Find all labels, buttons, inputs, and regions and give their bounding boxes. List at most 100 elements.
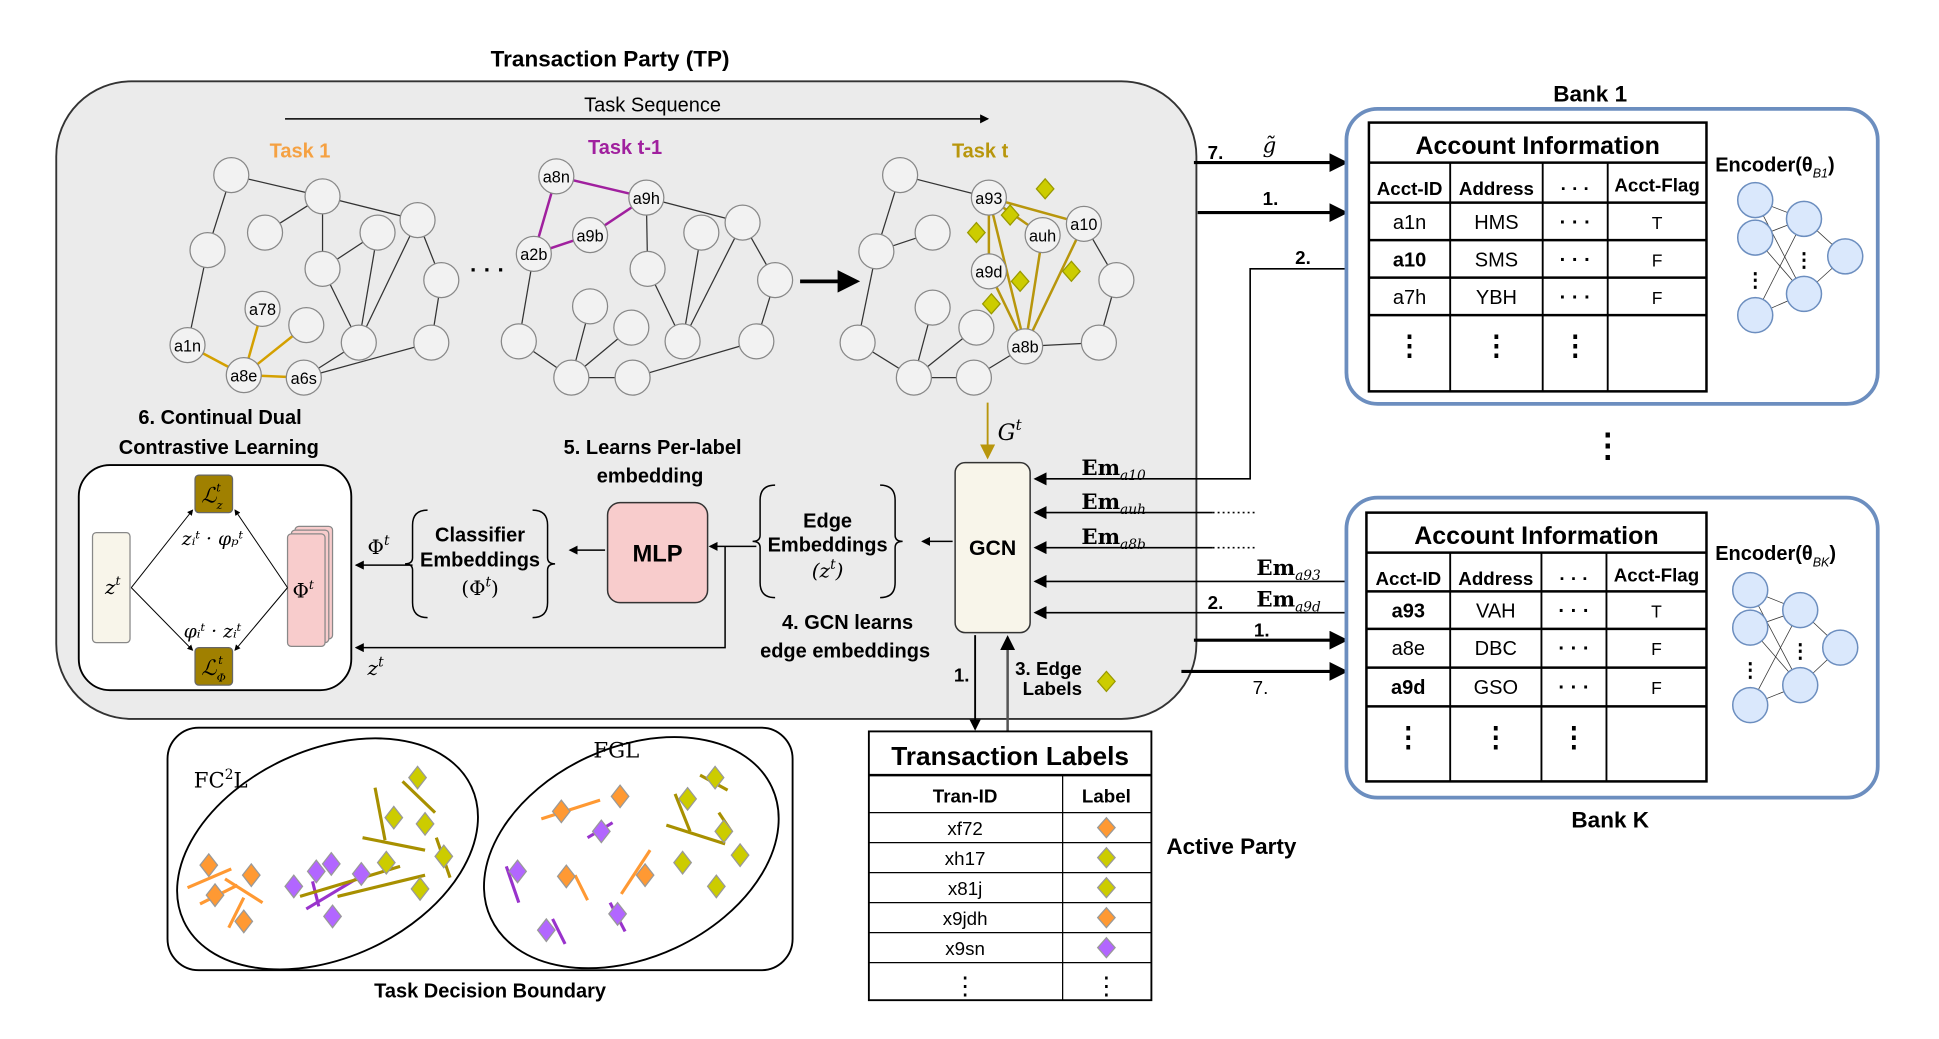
olive-sample-diamond-icon: [415, 811, 435, 837]
account-node: [423, 261, 460, 299]
dots-cell: · · ·: [1558, 601, 1589, 623]
step5-line2: embedding: [597, 466, 704, 488]
dots-cell: · · ·: [1560, 287, 1591, 309]
zt-vector: [91, 532, 131, 644]
decision-segment: [337, 873, 426, 898]
decision-segment: [540, 798, 601, 821]
account-node-label: a9d: [975, 264, 1002, 282]
decision-segment: [362, 836, 426, 852]
olive-sample-diamond-icon: [705, 765, 725, 790]
step3-line1: 3. Edge: [1015, 658, 1082, 679]
zt-vector-label: zt: [104, 573, 122, 599]
address-cell: DBC: [1475, 638, 1517, 660]
embedding-label-a9d: Ema9d: [1256, 587, 1321, 615]
step5-line1: 5. Learns Per-label: [564, 437, 742, 459]
account-node: [340, 324, 377, 361]
step7-bank1: 7.: [1208, 142, 1224, 163]
bank-name: Bank K: [1571, 808, 1649, 833]
account-node: [399, 201, 436, 239]
account-node-label: a2b: [520, 246, 547, 264]
account-node-label: a8b: [1012, 339, 1039, 357]
highlighted-graph-edge: [1024, 223, 1086, 347]
account-header: Address: [1458, 568, 1533, 589]
cdcl-panel: [77, 464, 353, 692]
acct-flag-cell: T: [1652, 213, 1663, 233]
olive-sample-diamond-icon: [434, 844, 454, 869]
account-node: [553, 359, 590, 396]
olive-sample-diamond-icon: [384, 805, 404, 830]
orange-sample-diamond-icon: [551, 799, 571, 824]
account-table-title: Account Information: [1414, 522, 1658, 550]
fc2l-boundary: [176, 737, 479, 971]
graph-edge: [682, 222, 744, 342]
transaction-labels-title: Transaction Labels: [891, 741, 1129, 771]
nn-dots: ⋮: [1740, 659, 1760, 681]
address-cell: HMS: [1474, 212, 1518, 234]
edge-label-diamond-icon: [1035, 177, 1055, 200]
classifier-line1: Classifier: [435, 524, 525, 546]
orange-sample-diamond-icon: [556, 864, 576, 889]
edge-embeddings-line1: Edge: [803, 511, 852, 533]
decision-segment: [573, 874, 589, 901]
account-node-label: a1n: [174, 337, 201, 355]
tran-id-cell: xh17: [945, 848, 986, 869]
address-cell: VAH: [1476, 601, 1516, 623]
account-node: [858, 233, 895, 270]
zt-arrow-label: zt: [367, 654, 385, 680]
account-node: [970, 179, 1008, 216]
label-diamond-icon: [1096, 906, 1116, 929]
top-similarity-expr: zᵢᵗ · φₚᵗ: [181, 529, 244, 550]
dots-cell: · · ·: [1558, 677, 1589, 699]
account-header: Acct-Flag: [1614, 174, 1699, 195]
orange-sample-diamond-icon: [205, 882, 225, 908]
fgl-label: FGL: [593, 739, 639, 764]
account-node: [285, 359, 322, 396]
account-node: [359, 214, 396, 251]
purple-sample-diamond-icon: [306, 859, 326, 884]
header-label: Label: [1082, 786, 1131, 807]
decision-segment: [401, 780, 437, 814]
account-node: [288, 306, 325, 344]
loss-z-label: ℒzt: [201, 481, 222, 512]
purple-sample-diamond-icon: [536, 917, 556, 943]
nn-node: [1821, 629, 1859, 666]
tp-title: Transaction Party (TP): [491, 46, 730, 71]
fc2l-label: FC2L: [194, 767, 248, 794]
orange-sample-diamond-icon: [635, 862, 655, 888]
acct-id-cell: a8e: [1392, 638, 1425, 660]
edge-label-diamond-icon: [966, 221, 986, 244]
olive-sample-diamond-icon: [706, 874, 726, 899]
orange-sample-diamond-icon: [234, 909, 254, 934]
address-cell: GSO: [1474, 677, 1518, 699]
account-header: · · ·: [1559, 568, 1588, 589]
account-node: [213, 156, 250, 194]
account-node: [515, 235, 552, 272]
more-rows: ⋮: [1396, 330, 1424, 361]
phi-arrow-label: Φt: [368, 533, 390, 559]
tran-id-cell: xf72: [947, 818, 982, 839]
step2-bankk: 2.: [1208, 592, 1224, 613]
account-node-label: a10: [1070, 216, 1097, 234]
account-header: Acct-ID: [1375, 568, 1441, 589]
more-rows: ⋮: [1395, 721, 1423, 752]
bank-name: Bank 1: [1553, 81, 1627, 106]
encoder-label: Encoder(θBK): [1715, 543, 1836, 569]
account-node: [613, 309, 650, 346]
nn-node: [1731, 686, 1769, 724]
active-party-label: Active Party: [1166, 834, 1297, 859]
address-cell: YBH: [1476, 287, 1517, 309]
embedding-label-a10: Ema10: [1081, 456, 1146, 484]
bank-gap-dots: ⋮: [1591, 427, 1624, 463]
account-node: [839, 324, 876, 361]
nn-node: [1731, 609, 1769, 646]
graph-ellipsis: · · ·: [470, 258, 505, 283]
account-header: Acct-ID: [1377, 178, 1443, 199]
nn-dots: ⋮: [1790, 641, 1810, 663]
account-node-label: a93: [975, 190, 1002, 208]
nn-node: [1736, 219, 1774, 256]
